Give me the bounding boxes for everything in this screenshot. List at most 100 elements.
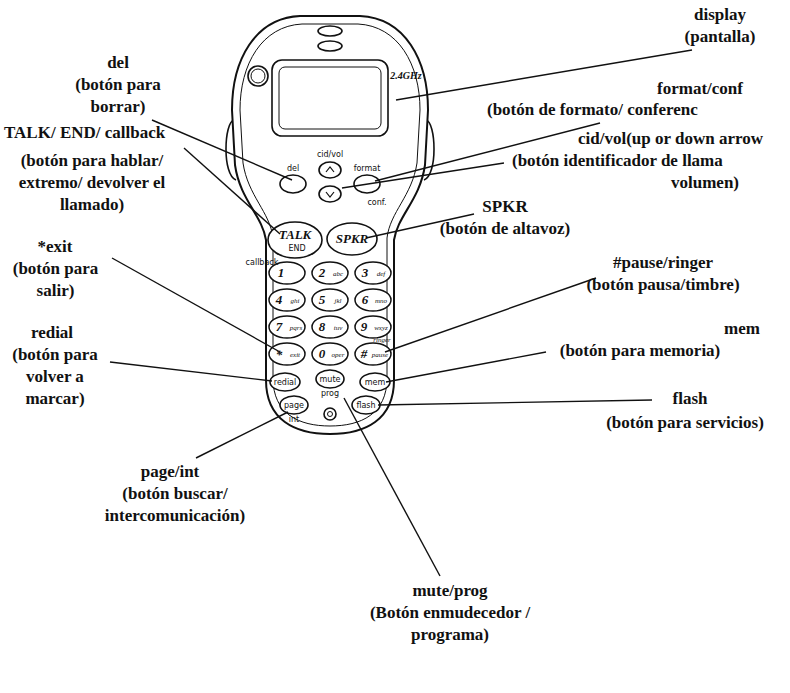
leader-line	[342, 163, 504, 188]
key-label: 1	[278, 266, 285, 280]
leader-line	[344, 398, 440, 576]
keypad-button	[355, 316, 391, 338]
leader-line	[378, 400, 652, 405]
callout-label: (botón pausa/timbre)	[586, 274, 739, 296]
callout-label: (botón para borrar)	[58, 74, 178, 118]
brand-logo	[248, 66, 268, 86]
callout-label: TALK/ END/ callback	[4, 122, 165, 144]
key-label: page	[284, 401, 304, 410]
microphone	[324, 408, 336, 420]
key-label: tuv	[334, 324, 343, 332]
microphone	[328, 412, 333, 417]
key-label: ringer	[373, 336, 391, 344]
arrow-mark	[326, 167, 334, 172]
key-label: pause	[372, 351, 388, 359]
key-label: 9	[361, 320, 368, 334]
key-label: mute	[320, 375, 341, 384]
key-label: mno	[375, 297, 387, 305]
key-label: 7	[276, 320, 283, 334]
key-label: cid/vol	[317, 150, 343, 159]
keypad-button	[312, 262, 348, 284]
callout-label: (botón para salir)	[3, 258, 108, 302]
callout-label: (botón buscar/ intercomunicación)	[90, 483, 260, 527]
keypad-button	[312, 343, 348, 365]
key-label: conf.	[367, 198, 386, 207]
keypad-button	[312, 289, 348, 311]
keypad-button	[355, 262, 391, 284]
keypad-button	[355, 343, 391, 365]
keypad-button	[312, 316, 348, 338]
key-label: wxyz	[374, 324, 388, 332]
leader-line	[385, 278, 596, 352]
up-arrow-button	[319, 162, 341, 178]
key-label: *	[276, 348, 283, 362]
phone-inner-edge	[240, 24, 420, 426]
key-label: 4	[276, 293, 283, 307]
callout-label: (botón de formato/ conferenc	[487, 99, 698, 121]
callout-label: (botón para volver a marcar)	[5, 344, 105, 410]
key-label: def	[377, 270, 386, 278]
del-button	[280, 175, 306, 193]
flash-button	[352, 396, 380, 414]
keypad-button	[269, 316, 305, 338]
key-label: 6	[362, 293, 369, 307]
key-label: 3	[362, 266, 369, 280]
callout-label: #pause/ringer	[613, 252, 713, 274]
key-label: 8	[319, 320, 326, 334]
key-label: 5	[319, 293, 326, 307]
key-label: jkl	[335, 297, 342, 305]
key-label: mem	[365, 378, 386, 387]
keypad-button	[355, 289, 391, 311]
key-label: 2.4GHz	[390, 70, 421, 81]
redial-button	[270, 373, 300, 391]
leader-line	[196, 412, 288, 458]
key-label: abc	[333, 270, 343, 278]
keypad-button	[269, 343, 305, 365]
down-arrow-button	[319, 186, 341, 202]
callout-label: mute/prog	[412, 580, 487, 602]
callout-label: (Botón enmudecedor / programa)	[350, 602, 550, 646]
key-label: exit	[290, 351, 300, 359]
callout-label: cid/vol(up or down arrow	[578, 128, 763, 150]
callout-label: SPKR	[482, 196, 527, 218]
leader-line	[110, 362, 272, 381]
earpiece	[318, 41, 342, 51]
key-label: callback	[246, 258, 279, 267]
callout-label: flash	[673, 388, 708, 410]
callout-label: format/conf	[657, 78, 743, 100]
key-label: redial	[274, 378, 296, 387]
callout-label: *exit	[38, 236, 73, 258]
callout-label: (botón de altavoz)	[440, 218, 570, 240]
key-label: SPKR	[336, 232, 369, 246]
page-button	[280, 396, 308, 414]
leader-line	[396, 50, 692, 100]
leader-line	[152, 120, 292, 180]
callout-label: display	[694, 4, 746, 26]
key-label: pqrs	[290, 324, 302, 332]
screen	[272, 60, 388, 136]
callout-label: (botón para memoria)	[560, 340, 721, 362]
key-label: prog	[321, 389, 339, 398]
key-label: ghi	[291, 297, 300, 305]
key-label: del	[287, 164, 299, 173]
callout-label: (botón para servicios)	[606, 412, 764, 434]
earpiece	[318, 26, 342, 36]
callout-label: (botón identificador de llama	[512, 150, 723, 172]
key-label: 0	[319, 347, 326, 361]
key-label: format	[354, 164, 381, 173]
key-label: int	[289, 415, 299, 424]
leader-line	[184, 148, 280, 234]
callout-label: redial	[31, 322, 73, 344]
key-label: TALK	[279, 228, 312, 242]
mem-button	[360, 373, 390, 391]
key-label: oper	[332, 351, 345, 359]
key-label: END	[288, 244, 305, 253]
key-label: #	[361, 347, 368, 361]
callout-label: (pantalla)	[685, 26, 756, 48]
callout-label: mem	[724, 318, 760, 340]
key-label: flash	[356, 401, 375, 410]
callout-label: page/int	[141, 461, 200, 483]
leader-line	[386, 352, 546, 382]
arrow-mark	[326, 192, 334, 197]
keypad-button	[269, 289, 305, 311]
